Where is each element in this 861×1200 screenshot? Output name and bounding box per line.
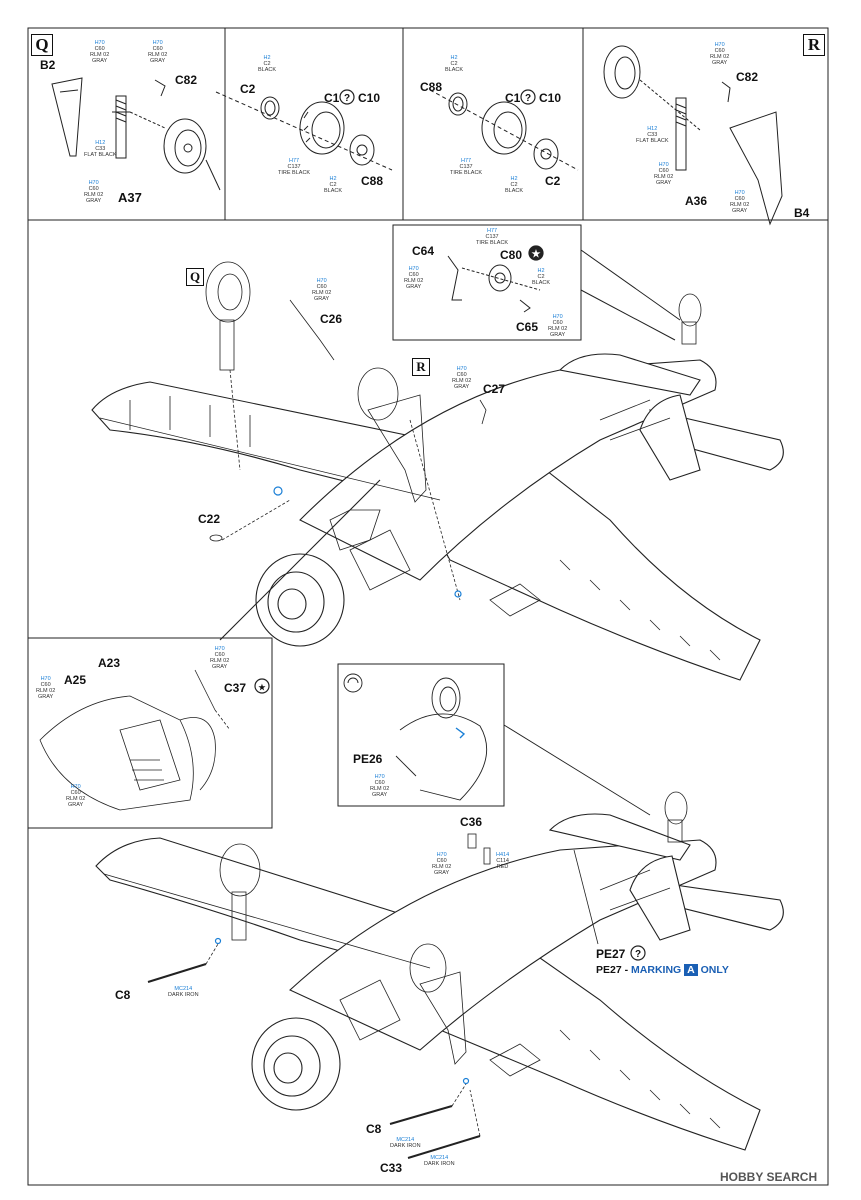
aircraft-lower-details: [103, 791, 721, 1159]
question-icon: [339, 89, 355, 105]
svg-text:★: ★: [258, 683, 266, 692]
part-a36: A36: [685, 194, 708, 208]
part-c64: C64: [412, 244, 435, 258]
part-c10: C10: [539, 91, 562, 105]
wheel-parts-exploded-1: [215, 91, 393, 171]
marking-word: MARKING: [631, 964, 682, 976]
part-c33: C33: [380, 1161, 403, 1175]
question-icon: [520, 89, 536, 105]
svg-text:?: ?: [635, 949, 641, 960]
step-box-r: R: [803, 34, 825, 56]
part-c8-left: C8: [115, 988, 131, 1002]
part-a37: A37: [118, 190, 142, 205]
svg-text:★: ★: [532, 249, 541, 260]
marking-suffix: ONLY: [700, 964, 729, 976]
part-c8-bottom: C8: [366, 1122, 382, 1136]
part-c27: C27: [483, 382, 506, 396]
ref-box-q: Q: [186, 268, 204, 286]
part-b2: B2: [40, 58, 56, 72]
wheel-assembly-r-right: [603, 45, 783, 226]
part-c1: C1: [324, 91, 340, 105]
part-c88: C88: [361, 174, 384, 188]
svg-text:?: ?: [344, 93, 350, 104]
part-a25: A25: [64, 673, 87, 687]
tail-wheel-assembly: [447, 249, 681, 341]
marking-letter-badge: A: [684, 964, 698, 976]
aircraft-upper-details: [99, 261, 721, 661]
part-c82-right: C82: [736, 70, 759, 84]
aircraft-lower-view: [95, 813, 784, 1151]
part-c37: C37: [224, 681, 247, 695]
star-icon: [528, 245, 544, 261]
part-c65: C65: [516, 320, 539, 334]
svg-text:?: ?: [525, 93, 531, 104]
marking-prefix: PE27 -: [596, 964, 629, 976]
part-c80: C80: [500, 248, 523, 262]
part-c22: C22: [198, 512, 221, 526]
part-pe27: PE27: [596, 947, 626, 961]
step-box-q: Q: [31, 34, 53, 56]
part-c2: C2: [545, 174, 561, 188]
part-c26: C26: [320, 312, 343, 326]
marking-note: PE27 - MARKING A ONLY: [596, 964, 729, 976]
watermark: HOBBY SEARCH: [720, 1170, 818, 1184]
part-b4: B4: [794, 206, 810, 220]
wheel-assembly-q-left: [51, 77, 221, 191]
part-c1: C1: [505, 91, 521, 105]
part-a23: A23: [98, 656, 121, 670]
part-pe26: PE26: [353, 752, 383, 766]
ref-box-r: R: [412, 358, 430, 376]
part-c82-left: C82: [175, 73, 198, 87]
question-icon: [630, 945, 646, 961]
part-c2: C2: [240, 82, 256, 96]
pe-panel-drawing: [343, 673, 651, 816]
aircraft-upper-view: [91, 353, 784, 681]
star-option-icon: [254, 678, 270, 694]
part-c10: C10: [358, 91, 381, 105]
part-c36: C36: [460, 815, 483, 829]
part-c88: C88: [420, 80, 443, 94]
wheel-parts-exploded-2: [429, 89, 579, 171]
cockpit-inset-drawing: [39, 669, 231, 811]
